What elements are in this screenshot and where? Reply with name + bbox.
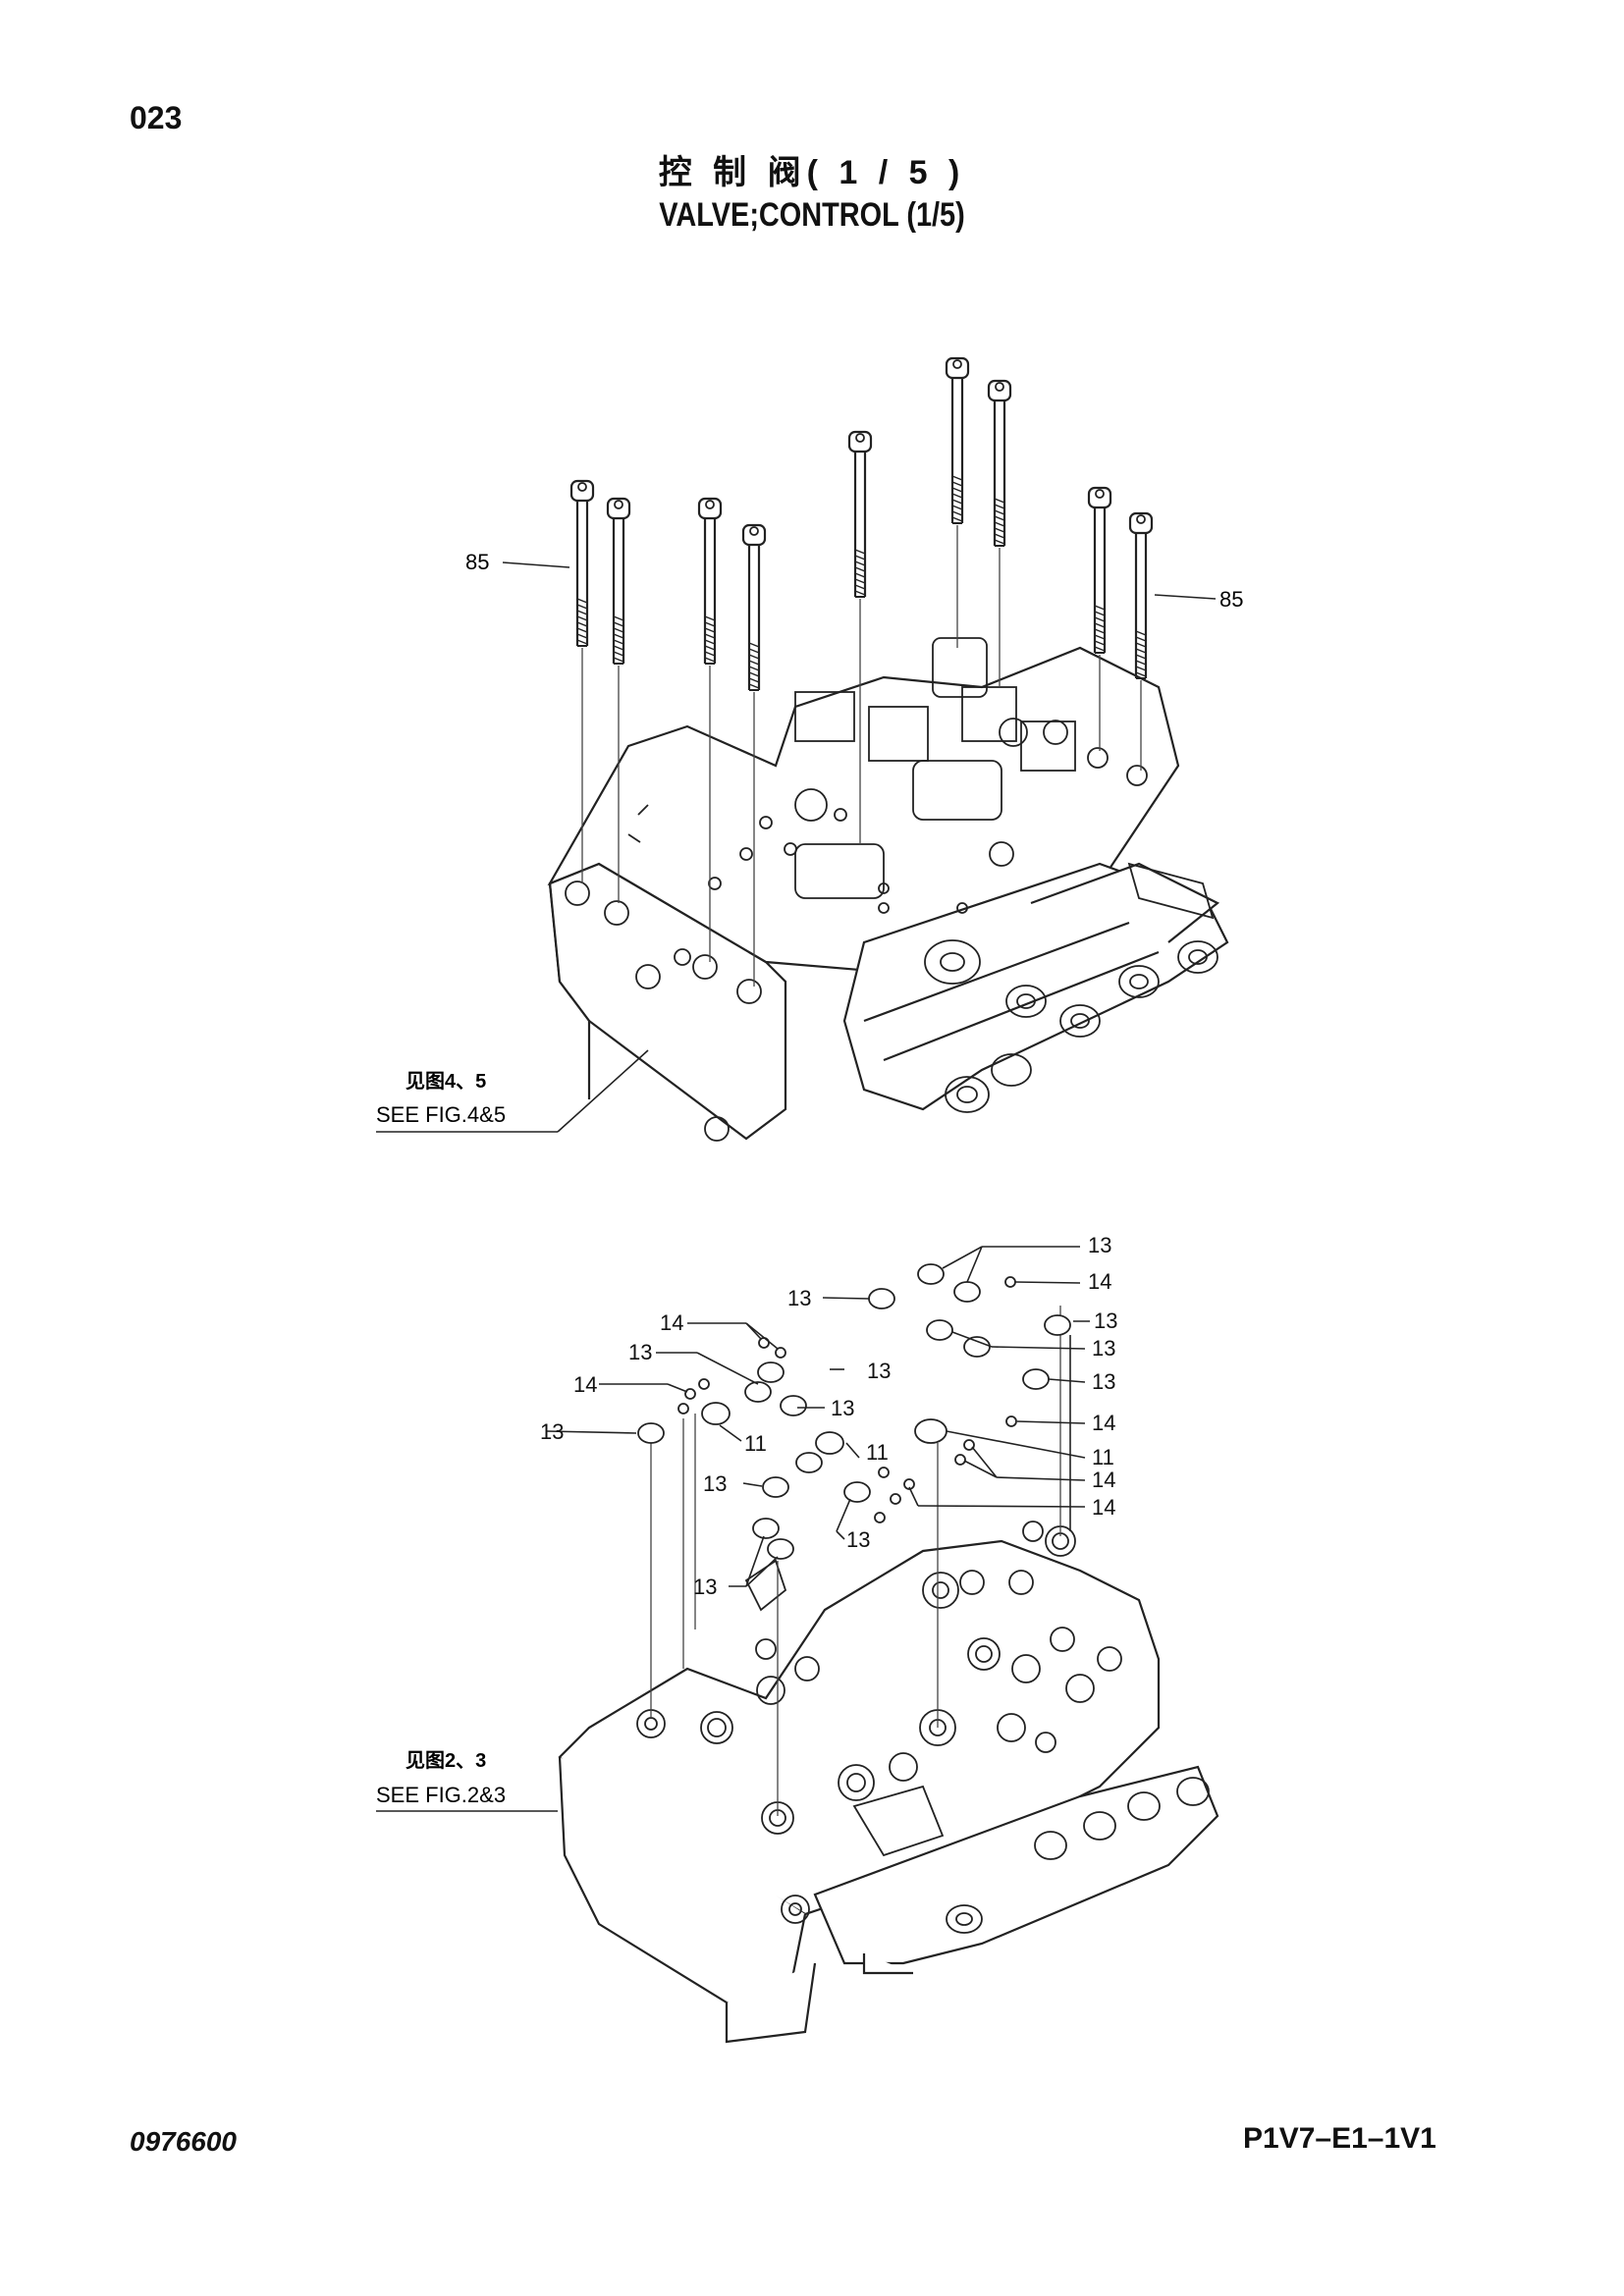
callout-14-e: 14: [1092, 1468, 1115, 1492]
callout-13-a: 13: [1088, 1233, 1111, 1257]
callout-13-j: 13: [703, 1471, 727, 1496]
bolt-6: [945, 356, 970, 525]
callout-13-f: 13: [867, 1359, 891, 1383]
callout-13-l: 13: [693, 1575, 717, 1599]
lower-valve-details: [636, 1521, 1210, 1934]
callout-13-g: 13: [1092, 1369, 1115, 1394]
bolt-4: [741, 523, 767, 692]
callout-14-d: 14: [1092, 1411, 1115, 1435]
upper-valve-details: [565, 637, 1218, 1142]
lower-callouts: 13 14 13 13 14 13 13 13 13 14 13 13 14 1…: [540, 1233, 1117, 1599]
callout-11-c: 11: [1092, 1445, 1114, 1469]
model-code: P1V7–E1–1V1: [1243, 2122, 1436, 2155]
callout-13-e: 13: [628, 1340, 652, 1364]
bolt-8: [1087, 486, 1112, 655]
bolt-7: [987, 379, 1012, 548]
bolt-label-right: 85: [1219, 587, 1243, 612]
bolt-center-lines: [581, 525, 1142, 987]
lower-center-lines: [650, 1306, 1061, 1816]
ref-cn-fig45: 见图4、5: [406, 1070, 486, 1093]
ref-en-fig23: SEE FIG.2&3: [376, 1783, 506, 1807]
bolt-3: [697, 497, 723, 666]
callout-14-a: 14: [1088, 1269, 1111, 1294]
ref-cn-fig23: 见图2、3: [406, 1749, 486, 1772]
bolt-label-left: 85: [465, 550, 489, 574]
callout-13-c: 13: [1094, 1308, 1117, 1333]
page-number: 023: [130, 100, 183, 135]
callout-13-k: 13: [846, 1527, 870, 1552]
callout-14-f: 14: [1092, 1495, 1115, 1520]
callout-13-b: 13: [787, 1286, 811, 1310]
document-code: 0976600: [130, 2126, 238, 2157]
callout-13-i: 13: [540, 1419, 564, 1444]
callout-13-h: 13: [831, 1396, 854, 1420]
title-chinese: 控 制 阀( 1 / 5 ): [658, 154, 966, 191]
bolt-5: [847, 430, 873, 599]
callout-11-a: 11: [744, 1431, 767, 1456]
ref-en-fig45: SEE FIG.4&5: [376, 1102, 506, 1127]
callout-13-d: 13: [1092, 1336, 1115, 1361]
upper-valve-body: [547, 646, 1229, 1141]
upper-leaders: [376, 561, 1217, 1133]
lower-valve-body: [558, 1539, 1219, 2044]
title-english: VALVE;CONTROL (1/5): [659, 196, 965, 234]
bolt-9: [1128, 511, 1154, 680]
bolt-2: [606, 497, 631, 666]
callout-14-b: 14: [660, 1310, 683, 1335]
bolt-1: [569, 479, 595, 648]
callout-11-b: 11: [866, 1440, 889, 1465]
callout-14-c: 14: [573, 1372, 597, 1397]
bolt-group: [569, 356, 1154, 692]
lower-leaders: [376, 1246, 1090, 1812]
